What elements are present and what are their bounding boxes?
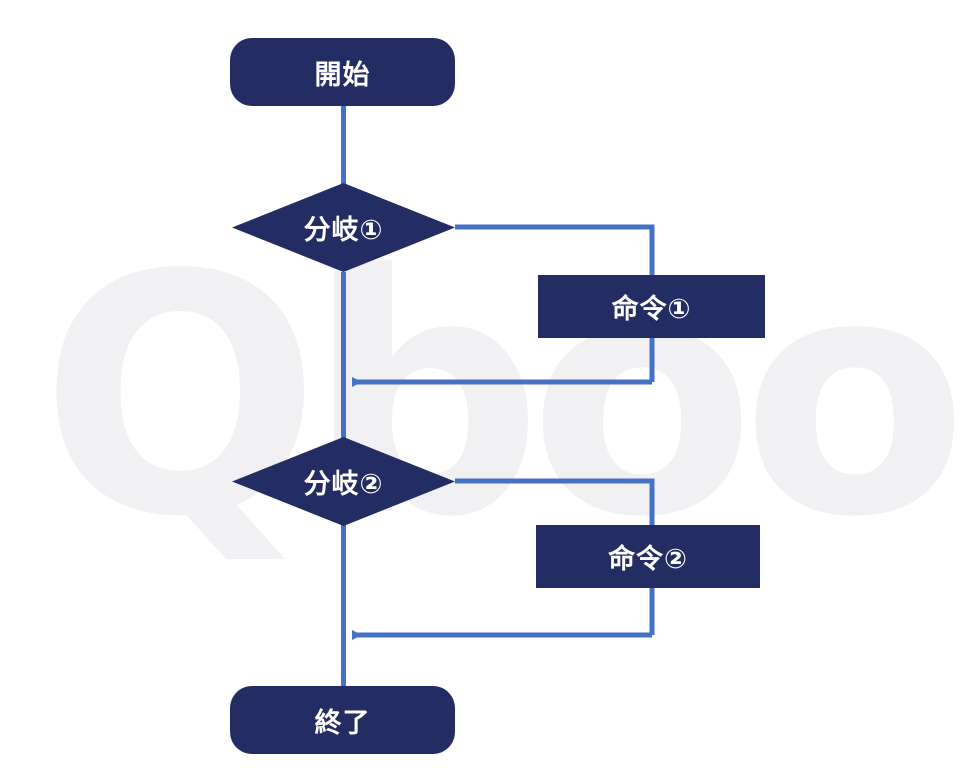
node-start-label: 開始	[314, 59, 371, 91]
node-end[interactable]: 終了	[230, 686, 455, 754]
diamond-shape	[232, 183, 455, 272]
diamond-shape	[232, 437, 455, 526]
node-command2-label: 命令②	[608, 544, 688, 575]
node-end-label: 終了	[314, 707, 371, 739]
node-branch2[interactable]: 分岐②	[232, 437, 455, 526]
node-command1[interactable]: 命令①	[538, 275, 765, 338]
node-start[interactable]: 開始	[230, 38, 455, 106]
node-command1-label: 命令①	[611, 294, 692, 325]
node-branch1[interactable]: 分岐①	[232, 183, 455, 272]
node-command2[interactable]: 命令②	[536, 525, 760, 588]
